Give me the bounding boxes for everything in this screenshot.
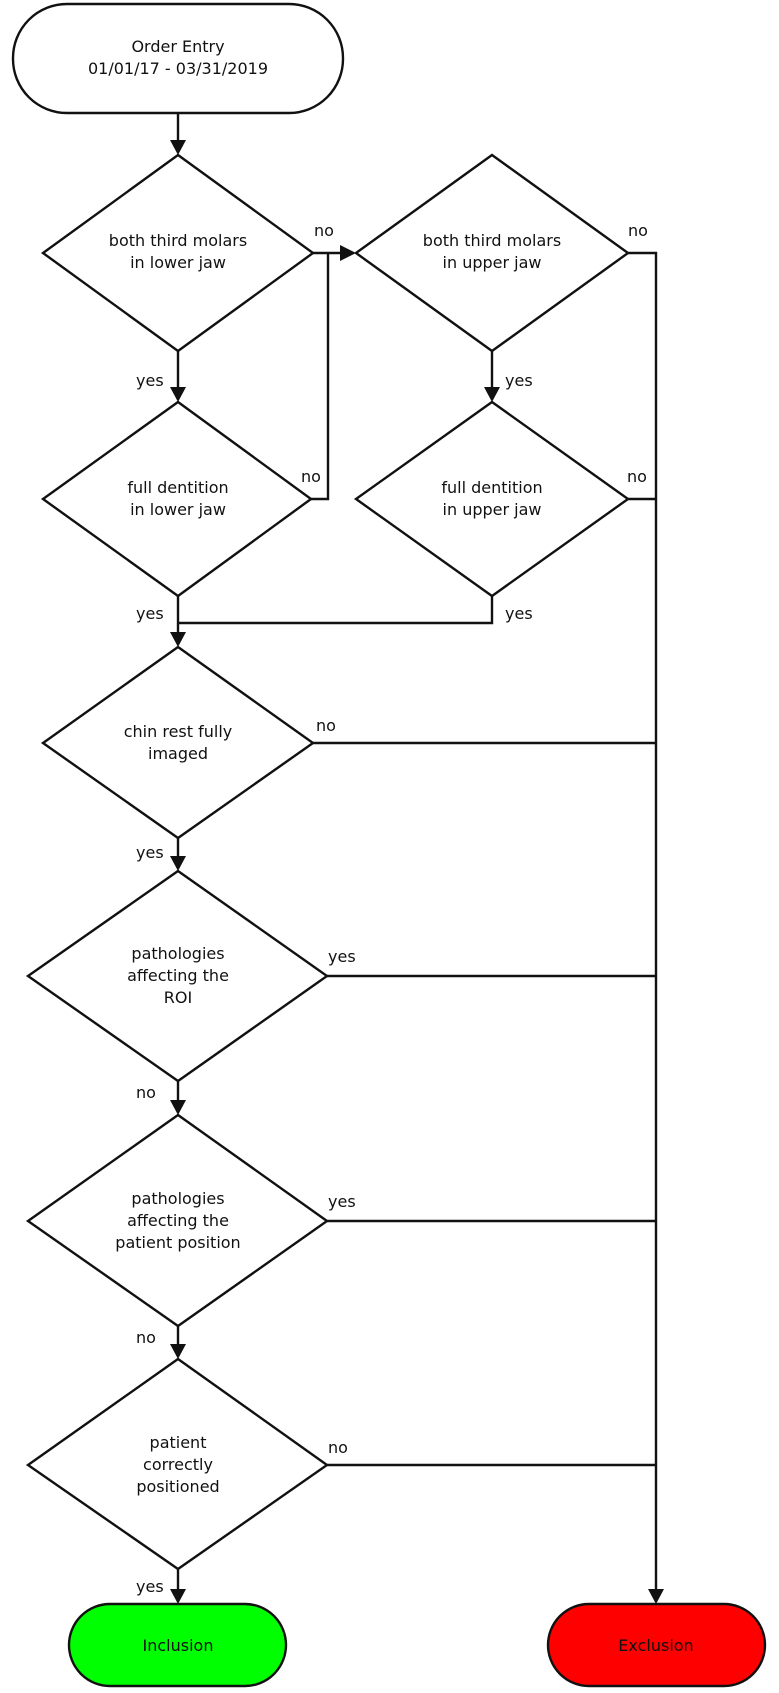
decision-text-line: affecting the — [127, 1211, 229, 1230]
arrowhead — [170, 1100, 186, 1115]
decision-upper-molars: both third molars in upper jaw — [353, 153, 631, 353]
edge-label: no — [136, 1328, 156, 1347]
edge-labels: no yes no yes no yes no yes no yes yes n… — [136, 221, 648, 1596]
decision-upper-dentition: full dentition in upper jaw — [353, 400, 631, 598]
decision-lower-dentition: full dentition in lower jaw — [40, 400, 314, 598]
decision-text-line: both third molars — [109, 231, 247, 250]
edge-label: no — [301, 467, 321, 486]
decision-text-line: affecting the — [127, 966, 229, 985]
arrowhead — [170, 1344, 186, 1359]
edge-label: yes — [136, 843, 164, 862]
arrowhead — [484, 387, 500, 402]
edge-label: yes — [328, 1192, 356, 1211]
arrowhead — [170, 856, 186, 871]
edge-label: no — [314, 221, 334, 240]
decision-text-line: in lower jaw — [130, 253, 226, 272]
decision-text-line: full dentition — [127, 478, 228, 497]
edge-upper-dentition-yes — [178, 596, 494, 625]
start-line-2: 01/01/17 - 03/31/2019 — [88, 59, 268, 78]
decision-diamond — [40, 153, 316, 353]
exclusion-node: Exclusion — [546, 1602, 767, 1688]
decision-text-line: in upper jaw — [443, 500, 542, 519]
inclusion-label: Inclusion — [143, 1636, 214, 1655]
edge-label: yes — [136, 604, 164, 623]
decision-text-line: correctly — [143, 1455, 213, 1474]
decision-diamond — [25, 869, 330, 1083]
edge-label: yes — [505, 371, 533, 390]
edge-label: no — [328, 1438, 348, 1457]
decision-lower-molars: both third molars in lower jaw — [40, 153, 316, 353]
start-node: Order Entry 01/01/17 - 03/31/2019 — [11, 2, 345, 115]
inclusion-terminal-shape — [67, 1602, 288, 1688]
exclusion-terminal-shape — [546, 1602, 767, 1688]
decision-chin-rest: chin rest fully imaged — [40, 645, 316, 840]
decision-text-line: chin rest fully — [124, 722, 233, 741]
flow-edges — [170, 113, 664, 1604]
exclusion-label: Exclusion — [618, 1636, 693, 1655]
edge-label: yes — [328, 947, 356, 966]
arrowhead — [340, 245, 356, 261]
decision-text-line: imaged — [148, 744, 208, 763]
start-line-1: Order Entry — [131, 37, 224, 56]
arrowhead — [170, 1589, 186, 1604]
decision-pathologies-position: pathologies affecting the patient positi… — [25, 1113, 330, 1328]
decision-diamond — [40, 645, 316, 840]
decision-text-line: patient position — [115, 1233, 240, 1252]
edge-label: no — [627, 467, 647, 486]
start-terminal-shape — [11, 2, 345, 115]
decision-text-line: in upper jaw — [443, 253, 542, 272]
decision-text-line: patient — [150, 1433, 207, 1452]
decision-diamond — [40, 400, 314, 598]
decision-diamond — [25, 1113, 330, 1328]
arrowhead — [170, 387, 186, 402]
decision-diamond — [353, 153, 631, 353]
decision-text-line: in lower jaw — [130, 500, 226, 519]
decision-text-line: both third molars — [423, 231, 561, 250]
arrowhead — [170, 140, 186, 155]
edge-label: yes — [136, 371, 164, 390]
decision-text-line: full dentition — [441, 478, 542, 497]
decision-pathologies-roi: pathologies affecting the ROI — [25, 869, 330, 1083]
edge-label: no — [136, 1083, 156, 1102]
decision-text-line: pathologies — [131, 944, 224, 963]
decision-text-line: pathologies — [131, 1189, 224, 1208]
decision-text-line: ROI — [164, 988, 192, 1007]
arrowhead — [170, 632, 186, 647]
edge-lower-dentition-no — [311, 253, 330, 501]
decision-diamond — [25, 1357, 330, 1571]
edge-label: no — [628, 221, 648, 240]
decision-diamond — [353, 400, 631, 598]
decision-patient-positioned: patient correctly positioned — [25, 1357, 330, 1571]
edge-label: yes — [136, 1577, 164, 1596]
decision-text-line: positioned — [136, 1477, 219, 1496]
inclusion-node: Inclusion — [67, 1602, 288, 1688]
edge-label: no — [316, 716, 336, 735]
edge-exclusion-trunk — [628, 251, 658, 1589]
arrowhead — [648, 1589, 664, 1604]
edge-label: yes — [505, 604, 533, 623]
